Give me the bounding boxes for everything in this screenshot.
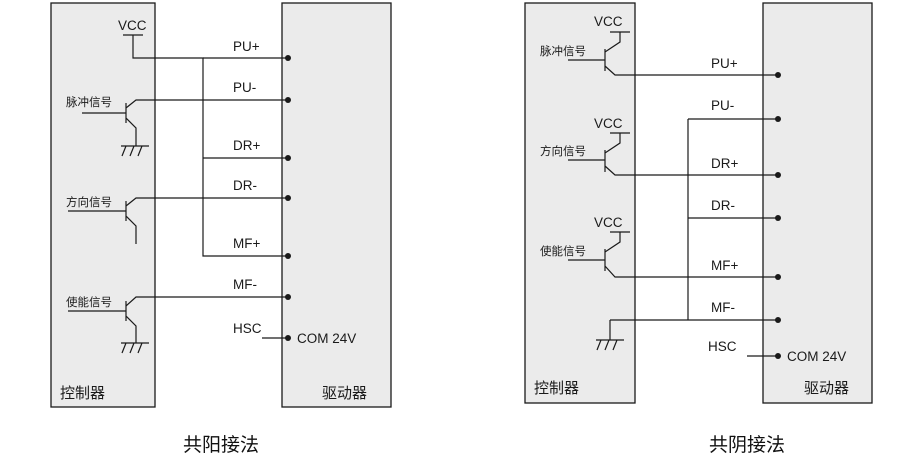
vcc-label-2: VCC bbox=[594, 116, 623, 131]
enable-transistor-symbol bbox=[568, 231, 778, 278]
pin-mf-minus-label: MF- bbox=[233, 277, 257, 292]
pin-pu-minus-label: PU- bbox=[233, 80, 256, 95]
terminal-mf-plus bbox=[775, 274, 781, 280]
terminal-pu-minus bbox=[285, 97, 291, 103]
pin-pu-plus-label: PU+ bbox=[711, 56, 738, 71]
pin-hsc-label: HSC bbox=[708, 339, 737, 354]
controller-label: 控制器 bbox=[60, 384, 105, 402]
caption-common-anode: 共阳接法 bbox=[183, 434, 259, 456]
pin-dr-plus-label: DR+ bbox=[233, 138, 260, 153]
terminal-com bbox=[775, 353, 781, 359]
controller-box bbox=[50, 2, 156, 408]
driver-box bbox=[281, 2, 392, 408]
common-anode-diagram: VCC 脉冲信号 方向信号 使能信号 PU+ PU- bbox=[50, 2, 392, 456]
enable-transistor-symbol bbox=[68, 296, 288, 354]
pin-com-label: COM 24V bbox=[297, 331, 356, 346]
terminal-dr-plus bbox=[775, 172, 781, 178]
enable-signal-label: 使能信号 bbox=[540, 244, 586, 258]
driver-label: 驱动器 bbox=[804, 379, 849, 397]
controller-label: 控制器 bbox=[534, 379, 579, 397]
terminal-mf-minus bbox=[285, 294, 291, 300]
terminal-dr-minus bbox=[285, 195, 291, 201]
terminal-mf-minus bbox=[775, 317, 781, 323]
terminal-pu-plus bbox=[285, 55, 291, 61]
ground-symbol bbox=[596, 339, 624, 351]
caption-common-cathode: 共阴接法 bbox=[709, 434, 785, 456]
pin-dr-minus-label: DR- bbox=[711, 198, 735, 213]
pin-com-label: COM 24V bbox=[787, 349, 846, 364]
terminal-pu-minus bbox=[775, 116, 781, 122]
pulse-transistor-symbol bbox=[568, 31, 778, 76]
pin-dr-plus-label: DR+ bbox=[711, 156, 738, 171]
common-cathode-diagram: VCC 脉冲信号 VCC 方向信号 VCC 使能信号 bbox=[524, 2, 873, 456]
pin-dr-minus-label: DR- bbox=[233, 178, 257, 193]
pulse-transistor-symbol bbox=[82, 99, 288, 157]
direction-signal-label: 方向信号 bbox=[540, 144, 586, 158]
driver-box bbox=[762, 2, 873, 404]
controller-box bbox=[524, 2, 636, 404]
direction-transistor-symbol bbox=[68, 197, 288, 244]
direction-signal-label: 方向信号 bbox=[66, 195, 112, 209]
terminal-pu-plus bbox=[775, 72, 781, 78]
direction-transistor-symbol bbox=[568, 132, 778, 176]
pin-hsc-label: HSC bbox=[233, 321, 262, 336]
vcc-label-3: VCC bbox=[594, 215, 623, 230]
pin-mf-plus-label: MF+ bbox=[233, 236, 260, 251]
vcc-label: VCC bbox=[594, 14, 623, 29]
terminal-com bbox=[285, 335, 291, 341]
terminal-dr-plus bbox=[285, 155, 291, 161]
driver-label: 驱动器 bbox=[322, 384, 367, 402]
pin-mf-minus-label: MF- bbox=[711, 300, 735, 315]
enable-signal-label: 使能信号 bbox=[66, 295, 112, 309]
pin-pu-plus-label: PU+ bbox=[233, 39, 260, 54]
terminal-dr-minus bbox=[775, 215, 781, 221]
terminal-mf-plus bbox=[285, 253, 291, 259]
pulse-signal-label: 脉冲信号 bbox=[66, 95, 112, 109]
pulse-signal-label: 脉冲信号 bbox=[540, 44, 586, 58]
pin-mf-plus-label: MF+ bbox=[711, 258, 738, 273]
vcc-label: VCC bbox=[118, 18, 147, 33]
pin-pu-minus-label: PU- bbox=[711, 98, 734, 113]
